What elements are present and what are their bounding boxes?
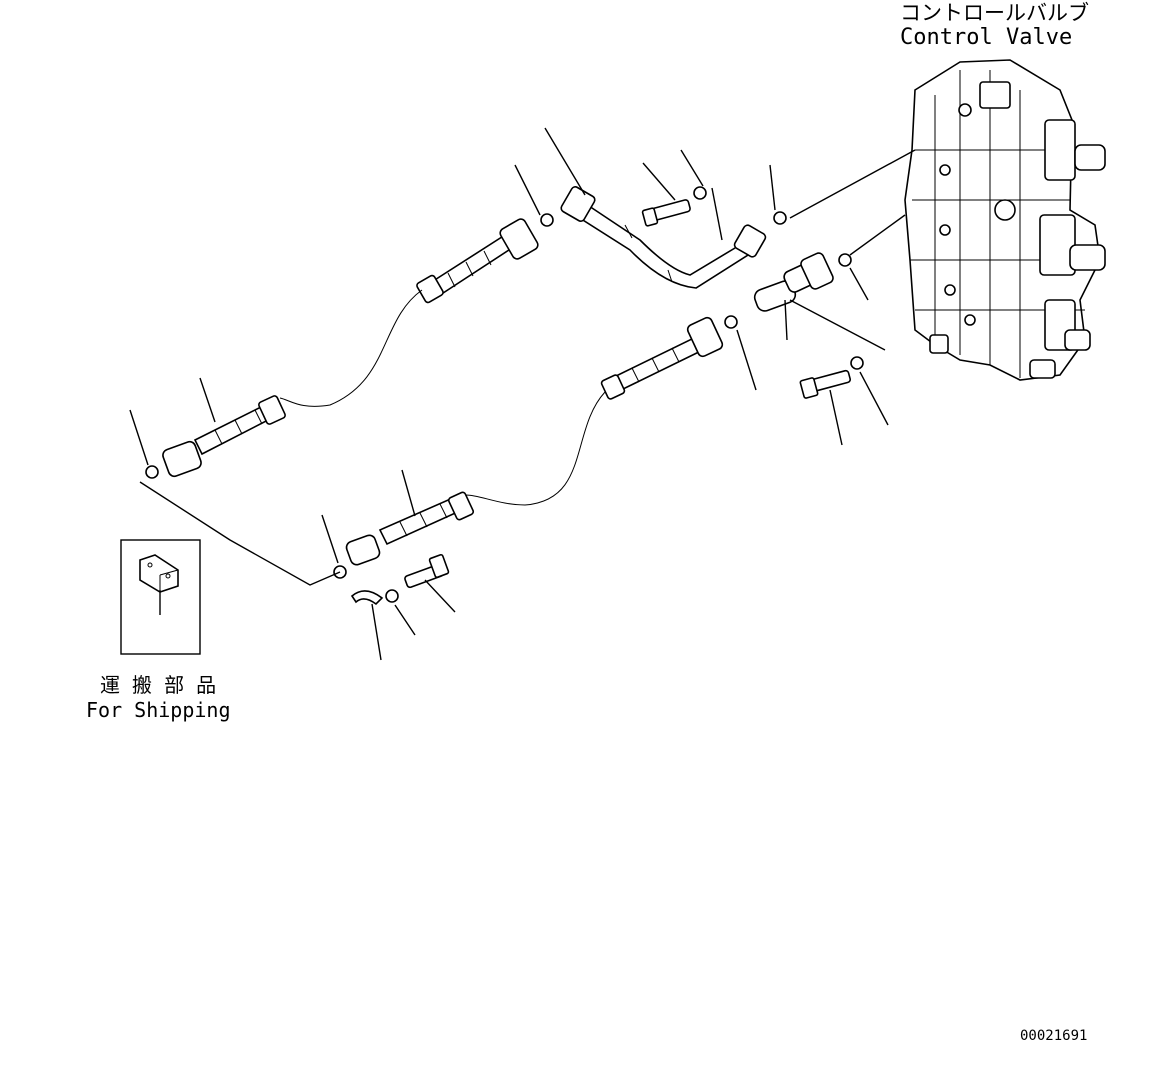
- control-valve-label-en: Control Valve: [900, 25, 1072, 50]
- port-leader-lower: [849, 214, 906, 256]
- o-ring: [145, 465, 159, 479]
- bolt: [404, 553, 450, 589]
- o-ring: [724, 315, 738, 329]
- o-ring: [540, 213, 554, 227]
- drawing-number: 00021691: [1020, 1028, 1087, 1044]
- shipping-leader: [139, 481, 341, 586]
- shipping-label-jp: 運 搬 部 品: [100, 673, 216, 697]
- shipping-cover-plate: [139, 554, 179, 593]
- hose-lower-center: [345, 491, 475, 566]
- hose-lower-left: [162, 395, 286, 478]
- control-valve-label-jp: コントロールバルブ: [900, 1, 1089, 25]
- elbow-fitting: [753, 252, 834, 312]
- bolt: [641, 199, 691, 227]
- split-flange: [350, 590, 384, 606]
- bolt: [799, 369, 851, 399]
- o-ring: [773, 211, 787, 225]
- shipping-part-box: [120, 539, 201, 655]
- hose-middle: [600, 316, 724, 400]
- washer: [850, 356, 864, 370]
- shipping-label-en: For Shipping: [86, 698, 231, 722]
- port-leader-upper: [789, 149, 916, 219]
- bent-pipe: [560, 186, 767, 289]
- washer: [385, 589, 399, 603]
- control-valve: [904, 59, 1106, 381]
- o-ring: [838, 253, 852, 267]
- washer: [693, 186, 707, 200]
- hose-upper-left: [416, 218, 539, 304]
